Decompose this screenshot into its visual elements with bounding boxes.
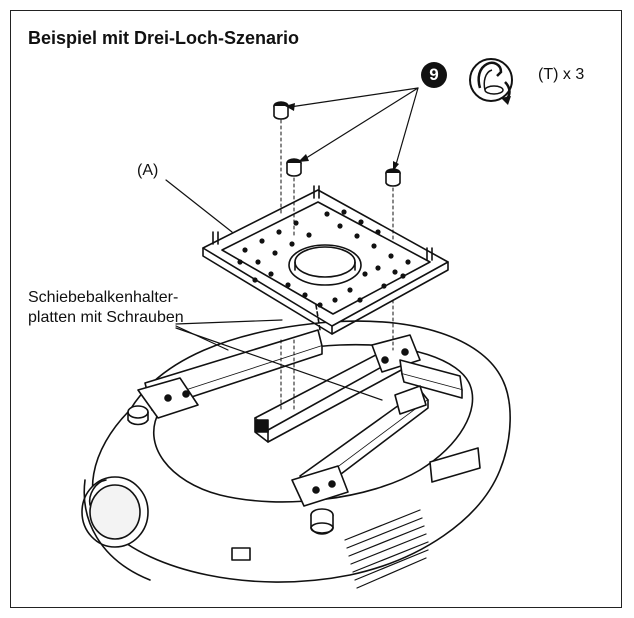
mounting-plate	[202, 185, 449, 335]
figure-title: Beispiel mit Drei-Loch-Szenario	[28, 28, 300, 48]
tighten-screw-icon	[469, 58, 513, 105]
figure-frame	[10, 10, 622, 608]
slide-bars	[137, 329, 463, 507]
slide-holder-label-line2: platten mit Schrauben	[28, 309, 184, 326]
slide-holder-label-line1: Schiebebalkenhalter-	[28, 289, 179, 306]
plate-label: (A)	[137, 162, 159, 179]
step-number-badge: 9	[421, 62, 447, 88]
torque-label: (T) x 3	[538, 66, 585, 83]
slide-holder-label: Schiebebalkenhalter- platten mit Schraub…	[28, 288, 184, 328]
screw-caps	[273, 101, 401, 187]
